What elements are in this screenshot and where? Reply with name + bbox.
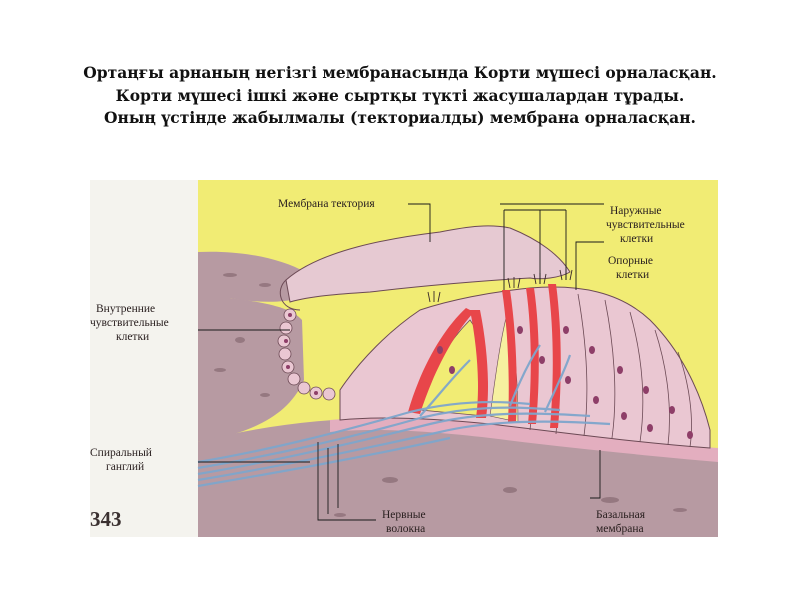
label-inner-cells-2: чувствительные xyxy=(90,317,169,329)
label-outer-cells-2: чувствительные xyxy=(606,219,685,231)
label-outer-cells-1: Наружные xyxy=(610,205,662,217)
page-number: 343 xyxy=(90,507,122,531)
basilar-pink-layer xyxy=(330,417,718,462)
label-tectorial-membrane: Мембрана тектория xyxy=(278,198,375,210)
label-support-cells-1: Опорные xyxy=(608,255,653,267)
tectorial-membrane xyxy=(285,225,571,303)
label-nerve-fibers-2: волокна xyxy=(386,523,425,535)
title-line-3: Оның үстінде жабылмалы (текториалды) мем… xyxy=(104,108,696,127)
label-ganglion-1: Спиральный xyxy=(90,447,152,459)
label-inner-cells-3: клетки xyxy=(116,331,149,343)
label-inner-cells-1: Внутренние xyxy=(96,303,155,315)
tissue-texture xyxy=(214,273,687,517)
lower-tissue-mass xyxy=(198,298,304,442)
label-ganglion-2: ганглий xyxy=(106,461,144,473)
cell-nuclei xyxy=(284,313,693,439)
label-nerve-fibers-1: Нервные xyxy=(382,509,426,521)
leader-lines xyxy=(198,203,604,521)
label-outer-cells-3: клетки xyxy=(620,233,653,245)
title-line-2: Корти мүшесі ішкі және сыртқы түкті жасу… xyxy=(115,85,685,105)
pillar-cells xyxy=(408,284,561,428)
spiral-limbus-tissue xyxy=(198,251,317,302)
title-line-1: Ортаңғы арнаның негізгі мембранасында Ко… xyxy=(83,63,717,82)
left-margin-paper xyxy=(90,180,198,537)
label-basilar-2: мембрана xyxy=(596,523,644,535)
slide-title: Ортаңғы арнаның негізгі мембранасында Ко… xyxy=(0,62,800,130)
organ-of-corti-diagram: Мембрана тектория Наружные чувствительны… xyxy=(90,180,718,537)
nerve-fibers xyxy=(197,344,611,488)
tectorial-membrane-tail xyxy=(279,279,301,311)
label-support-cells-2: клетки xyxy=(616,269,649,281)
label-basilar-1: Базальная xyxy=(596,509,646,521)
